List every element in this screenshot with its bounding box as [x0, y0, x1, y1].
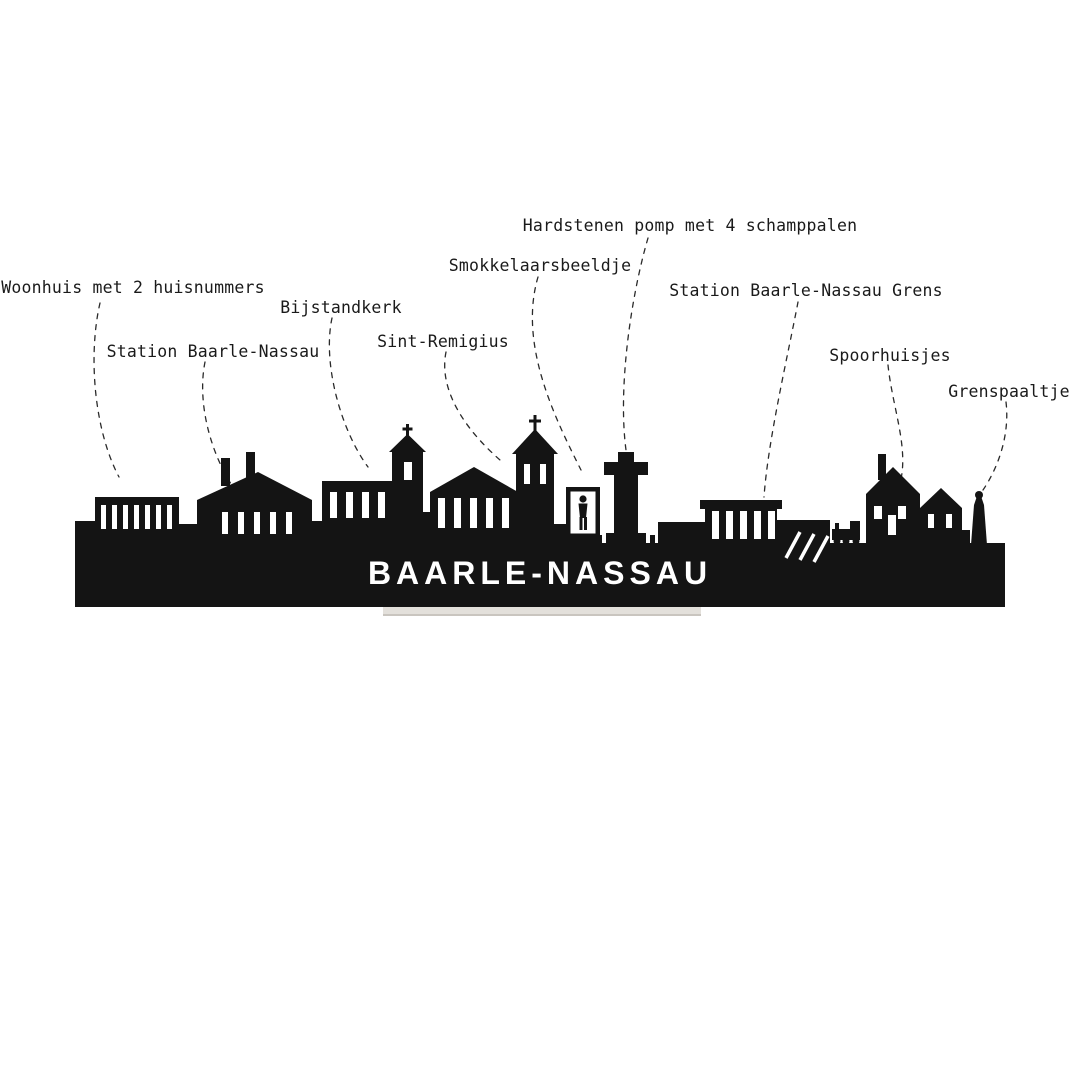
label-station-grens: Station Baarle-Nassau Grens — [669, 281, 943, 300]
label-woonhuis: Woonhuis met 2 huisnummers — [1, 278, 265, 297]
leader-line-station-bn — [202, 361, 234, 488]
bijstandkerk-silhouette — [322, 424, 426, 545]
leader-line-station-grens — [763, 301, 799, 498]
leader-line-grenspaaltje — [982, 401, 1008, 491]
display-stand — [383, 607, 701, 616]
leader-line-smokkelaarsbeeldje — [531, 276, 582, 471]
grenspaaltje-silhouette — [971, 491, 987, 545]
train-silhouette — [832, 521, 860, 545]
label-hardstenen-pomp: Hardstenen pomp met 4 schamppalen — [522, 216, 858, 235]
label-sint-remigius: Sint-Remigius — [377, 332, 509, 351]
label-spoorhuisjes: Spoorhuisjes — [829, 346, 951, 365]
label-station-bn: Station Baarle-Nassau — [106, 342, 320, 361]
smokkelaarsbeeldje-silhouette — [566, 487, 600, 545]
label-smokkelaarsbeeldje: Smokkelaarsbeeldje — [448, 256, 632, 275]
leader-line-bijstandkerk — [328, 317, 369, 468]
label-grenspaaltje: Grenspaaltje — [948, 382, 1070, 401]
leader-line-sint-remigius — [444, 351, 501, 461]
label-bijstandkerk: Bijstandkerk — [280, 298, 402, 317]
railway-marks — [784, 531, 830, 563]
leader-line-hardstenen-pomp — [622, 237, 649, 451]
woonhuis-silhouette — [95, 497, 179, 545]
sint-remigius-silhouette — [430, 415, 558, 545]
spoorhuisjes-silhouette — [866, 454, 970, 545]
skyline-title: BAARLE-NASSAU — [368, 555, 712, 591]
leader-line-woonhuis — [93, 302, 120, 478]
hardstenen-pomp-silhouette — [597, 452, 655, 545]
station-bn-silhouette — [197, 452, 312, 545]
station-grens-silhouette — [700, 500, 830, 545]
leader-line-spoorhuisjes — [887, 364, 904, 480]
leader-lines — [93, 237, 1008, 498]
base-band — [75, 543, 1005, 607]
skyline-silhouette: BAARLE-NASSAU — [75, 415, 1005, 607]
